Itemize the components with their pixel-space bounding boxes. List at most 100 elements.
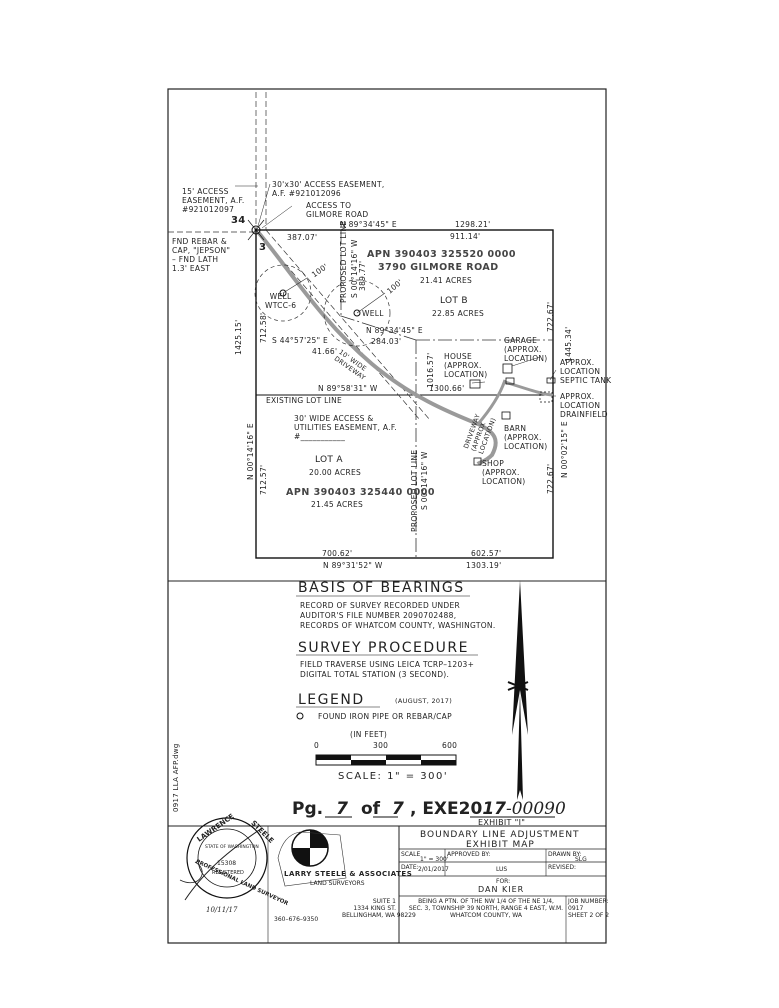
parcel-boundary — [255, 229, 554, 559]
apn-lot-a: APN 390403 325440 0000 — [286, 487, 435, 498]
survey-procedure-text: FIELD TRAVERSE USING LEICA TCRP–1203+DIG… — [300, 660, 475, 679]
east-total-distance: 1445.34' — [564, 326, 573, 362]
lot-a-acres-existing: 21.45 ACRES — [311, 500, 364, 509]
exe-number: -00090 — [505, 799, 566, 819]
drawn-by-value: SLG — [575, 856, 587, 863]
shop-label: SHOP(APPROX.LOCATION) — [482, 459, 526, 486]
scale-tick-300: 300 — [373, 741, 389, 750]
south-right-distance: 602.57' — [471, 549, 502, 558]
west-line-bearing: N 00°14'16" E — [246, 423, 255, 480]
lot-b-label: LOT B — [440, 296, 468, 306]
scale-units-label: (IN FEET) — [350, 730, 388, 739]
west-total-distance: 1425.15' — [234, 319, 243, 355]
page-prefix: Pg. — [292, 799, 324, 819]
garage-footprint — [502, 363, 513, 374]
scale-text: SCALE: 1" = 300' — [338, 771, 449, 782]
scale-tick-0: 0 — [314, 741, 320, 750]
section-corner-3: 3 — [259, 242, 267, 253]
approved-by-value: LUS — [496, 866, 508, 873]
date-value: 2/01/2017 — [418, 866, 449, 873]
lot-b-acres-existing: 21.41 ACRES — [420, 276, 473, 285]
well-marker-2 — [353, 309, 361, 317]
approved-by-label: APPROVED BY: — [447, 851, 491, 858]
seal-number: 15308 — [217, 860, 237, 867]
lot-b-acres-proposed: 22.85 ACRES — [432, 309, 485, 318]
north-line-total: 1298.21' — [455, 220, 491, 229]
dimension-1016: 1016.57' — [426, 352, 435, 388]
diagonal-bearing: S 44°57'25" E — [272, 336, 329, 345]
east-upper-distance: 722.67' — [546, 301, 555, 332]
well-radius-2 — [323, 279, 391, 347]
client-name: DAN KIER — [478, 885, 525, 894]
exhibit-label: EXHIBIT "I" — [478, 818, 526, 827]
sheet-border — [167, 88, 607, 944]
title-exhibit-map: EXHIBIT MAP — [466, 840, 535, 850]
legal-description: BEING A PTN. OF THE NW 1/4 OF THE NE 1/4… — [408, 898, 564, 919]
firm-name: LARRY STEELE & ASSOCIATES — [284, 870, 413, 878]
scale-tick-600: 600 — [442, 741, 458, 750]
south-left-distance: 700.62' — [322, 549, 353, 558]
page-stamp: Pg. 7 of 7, EXE2017-00090 — [292, 799, 566, 819]
lot-a-acres-proposed: 20.00 ACRES — [309, 468, 362, 477]
scale-field-label: SCALE — [401, 851, 421, 858]
house-label: HOUSE(APPROX.LOCATION) — [444, 352, 488, 379]
north-line-bearing: N 89°34'45" E — [340, 220, 397, 229]
west-segment-distance: 387.07' — [287, 233, 318, 242]
well-lot-b-label: WELL — [362, 309, 384, 318]
garage-label: GARAGE(APPROX.LOCATION) — [504, 336, 548, 363]
surveyor-seal — [186, 817, 268, 899]
legend-title: LEGEND — [298, 692, 365, 708]
house-footprint — [469, 379, 481, 389]
page-of: of — [360, 799, 381, 819]
job-number-value: 0917 — [568, 905, 584, 912]
firm-phone: 360–676–9350 — [274, 916, 319, 923]
basis-of-bearings-title: BASIS OF BEARINGS — [298, 580, 465, 596]
legend-date: (AUGUST, 2017) — [395, 697, 453, 705]
access-easement-30-note: 30'x30' ACCESS EASEMENT,A.F. #921012096 — [272, 180, 385, 198]
dwg-file-label: 0917 LLA AFP.dwg — [172, 743, 180, 812]
page-number: 7 — [336, 799, 348, 819]
mid-line-bearing: N 89°34'45" E — [366, 326, 423, 335]
lot-line-bearing: N 89°58'31" W — [318, 384, 378, 393]
diagonal-distance: 41.66' — [312, 347, 338, 356]
exe-prefix: , EXE20 — [409, 799, 483, 819]
firm-subtitle: LAND SURVEYORS — [310, 880, 365, 887]
apn-lot-b: APN 390403 325520 0000 — [367, 249, 516, 260]
title-boundary-line-adjustment: BOUNDARY LINE ADJUSTMENT — [420, 830, 580, 840]
south-line-bearing: N 89°31'52" W — [323, 561, 383, 570]
scale-field-value: 1" = 300' — [420, 856, 449, 863]
proposed-lot-line-label-north: PROPOSED LOT LINE — [339, 220, 348, 303]
corner-monument — [251, 225, 261, 235]
legend-item-found-pipe: FOUND IRON PIPE OR REBAR/CAP — [318, 712, 452, 721]
date-label: DATE: — [401, 864, 419, 871]
drainfield — [539, 391, 553, 403]
well-marker-1 — [279, 289, 287, 297]
sheet-number: SHEET 2 OF 2 — [568, 912, 610, 919]
proposed-lot-line-angle — [340, 315, 417, 341]
drawn-by-label: DRAWN BY: — [548, 851, 582, 858]
north-lotb-distance: 911.14' — [450, 232, 481, 241]
east-lower-distance: 722.67' — [546, 463, 555, 494]
barn-label: BARN(APPROX.LOCATION) — [504, 424, 548, 451]
east-line-bearing: N 00°02'15" E — [560, 421, 569, 478]
seal-signature-date: 10/11/17 — [206, 906, 238, 914]
seal-registered: REGISTERED — [212, 870, 244, 876]
west-lower-distance: 712.57' — [259, 464, 268, 495]
revised-label: REVISED: — [548, 864, 577, 871]
job-info: JOB NUMBER: 0917 SHEET 2 OF 2 — [568, 898, 609, 919]
west-upper-distance: 712.58' — [259, 312, 268, 343]
survey-procedure-title: SURVEY PROCEDURE — [298, 640, 469, 656]
south-line-total: 1303.19' — [466, 561, 502, 570]
mid-line-distance: 284.03' — [371, 337, 402, 346]
shop-footprint — [473, 457, 482, 466]
page-total: 7 — [392, 799, 404, 819]
